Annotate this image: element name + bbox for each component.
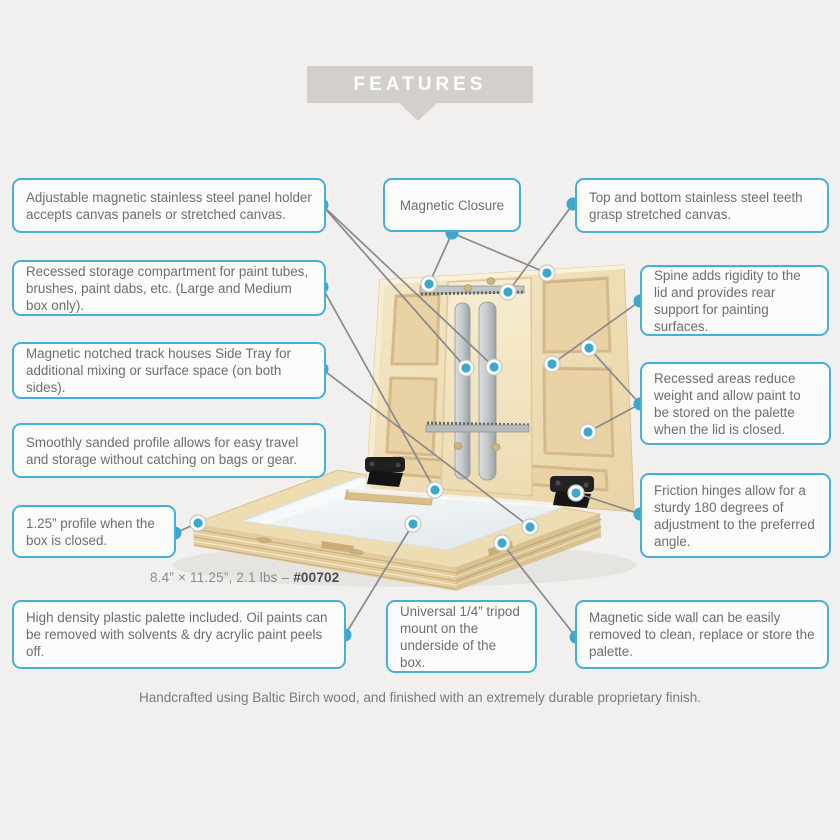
callout-recessed-areas: Recessed areas reduce weight and allow p… [640, 362, 831, 445]
connector-line [551, 300, 641, 365]
connector-line [344, 523, 414, 636]
feature-point-dot [193, 518, 203, 528]
feature-point-dot [525, 522, 535, 532]
side-tray-notch [321, 541, 354, 553]
callout-plastic-palette: High density plastic palette included. O… [12, 600, 346, 669]
connector-lines [174, 203, 641, 638]
connector-line [321, 286, 436, 491]
features-banner: FEATURES [307, 66, 533, 103]
handcrafted-note: Handcrafted using Baltic Birch wood, and… [138, 690, 702, 705]
callout-steel-teeth: Top and bottom stainless steel teeth gra… [575, 178, 829, 233]
features-title: FEATURES [353, 73, 487, 95]
feature-point-dot [571, 488, 581, 498]
lid-holes [453, 277, 501, 451]
callout-storage-compartment: Recessed storage compartment for paint t… [12, 260, 326, 316]
callout-friction-hinges: Friction hinges allow for a sturdy 180 d… [640, 473, 831, 558]
feature-point-dot [424, 279, 434, 289]
teeth-bar-bottom [425, 421, 530, 433]
product-sku: #00702 [293, 570, 340, 585]
product-dimensions: 8.4” × 11.25”, 2.1 lbs – #00702 [150, 570, 339, 585]
callout-text: High density plastic palette included. O… [26, 610, 328, 659]
callout-text: Adjustable magnetic stainless steel pane… [26, 189, 312, 222]
callout-sanded-profile: Smoothly sanded profile allows for easy … [12, 423, 326, 478]
callout-text: Recessed storage compartment for paint t… [26, 263, 309, 313]
callout-text: Magnetic notched track houses Side Tray … [26, 346, 291, 395]
connector-line [588, 347, 641, 405]
callout-spine-rigidity: Spine adds rigidity to the lid and provi… [640, 265, 829, 336]
connector-line [451, 232, 548, 274]
callout-text: Spine adds rigidity to the lid and provi… [654, 267, 801, 334]
callout-notched-track: Magnetic notched track houses Side Tray … [12, 342, 326, 399]
feature-point-dot [584, 343, 594, 353]
callout-magnetic-side-wall: Magnetic side wall can be easily removed… [575, 600, 829, 669]
connector-line [321, 368, 531, 528]
callout-text: Magnetic side wall can be easily removed… [589, 610, 815, 659]
callout-tripod-mount: Universal 1/4” tripod mount on the under… [386, 600, 537, 673]
connector-line [321, 204, 467, 369]
callout-text: 1.25” profile when the box is closed. [26, 515, 155, 548]
callout-text: Friction hinges allow for a sturdy 180 d… [654, 482, 815, 549]
callout-text: Top and bottom stainless steel teeth gra… [589, 189, 803, 222]
feature-point-dot [497, 538, 507, 548]
callout-adjustable-panel-holder: Adjustable magnetic stainless steel pane… [12, 178, 326, 233]
callout-text: Universal 1/4” tripod mount on the under… [400, 603, 520, 670]
connector-line [575, 492, 641, 515]
box-lid [365, 264, 635, 513]
feature-point-dot [542, 268, 552, 278]
callout-text: Smoothly sanded profile allows for easy … [26, 434, 299, 467]
feature-point-dot [408, 519, 418, 529]
feature-point-dot [503, 287, 513, 297]
connector-line [507, 203, 574, 293]
connector-line [428, 232, 453, 285]
feature-point-dot [430, 485, 440, 495]
connector-line [587, 403, 641, 433]
dimensions-text: 8.4” × 11.25”, 2.1 lbs – [150, 570, 294, 585]
connector-line [321, 204, 495, 368]
feature-point-dot [461, 363, 471, 373]
metal-strips [454, 301, 497, 481]
callout-closed-profile: 1.25” profile when the box is closed. [12, 505, 176, 558]
feature-point-dot [583, 427, 593, 437]
connector-line [501, 542, 577, 638]
banner-pointer-triangle [398, 102, 438, 121]
feature-point-dot [489, 362, 499, 372]
feature-point-dot [547, 359, 557, 369]
callout-text: Magnetic Closure [399, 197, 505, 213]
callout-magnetic-closure: Magnetic Closure [383, 178, 521, 232]
hinge-left [365, 457, 405, 487]
callout-text: Recessed areas reduce weight and allow p… [654, 370, 801, 437]
